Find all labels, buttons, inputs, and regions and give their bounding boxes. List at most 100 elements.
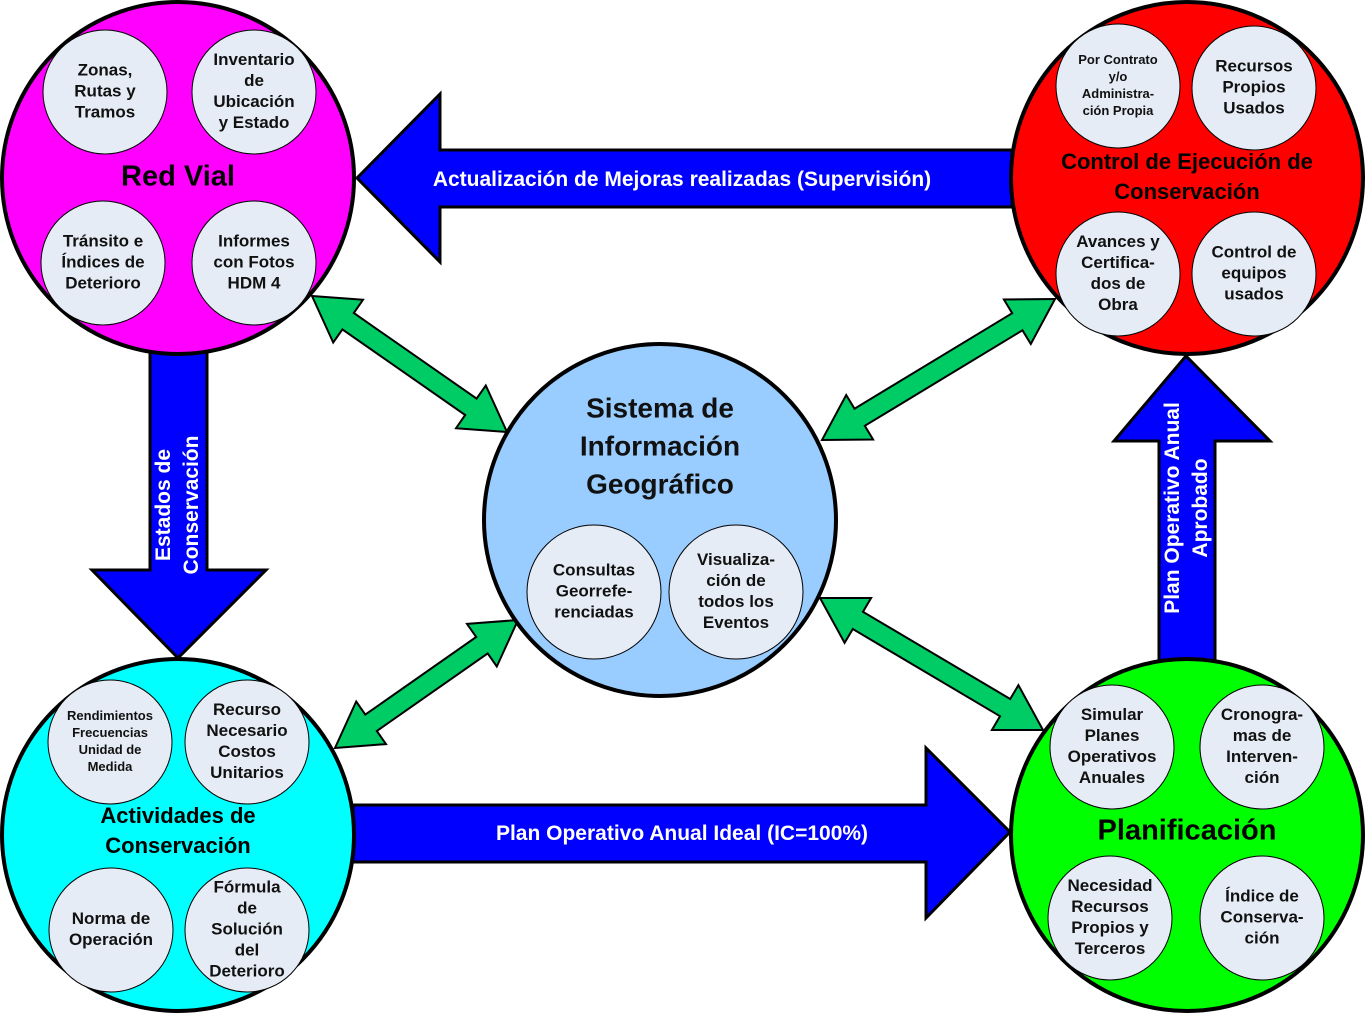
sub-item-label: ción Propia [1083, 103, 1155, 118]
sub-item-label: Unidad de [79, 742, 142, 757]
sub-item-circle [1055, 211, 1181, 337]
sig-title: Sistema de [586, 392, 734, 423]
sub-item-label: Conserva- [1220, 907, 1303, 926]
sub-item-label: y Estado [219, 113, 290, 132]
link-arrow-control-sig [820, 297, 1057, 442]
link-arrow-planificacion-sig [818, 597, 1045, 731]
red-vial-title: Red Vial [121, 161, 235, 193]
sub-item: Norma de Operación [48, 867, 174, 993]
sub-item-label: Planes [1085, 726, 1140, 745]
right-arrow-label-line2: Aprobado [1189, 458, 1212, 557]
sub-item-label: Control de [1212, 242, 1297, 261]
control-title: Control de Ejecución de [1061, 149, 1313, 174]
sub-item-circle [1191, 25, 1317, 151]
sub-item-label: Inventario [213, 50, 294, 69]
sub-item-label: Visualiza- [697, 550, 775, 569]
sub-item: Índice de Conserva-ción [1199, 855, 1325, 981]
link-arrow-redvial-sig [310, 294, 509, 434]
sub-item-label: Tránsito e [63, 231, 143, 250]
sub-item-circle [191, 200, 317, 326]
node-red-vial: Zonas,Rutas yTramosInventariodeUbicación… [0, 0, 356, 356]
sub-item-label: Necesidad [1067, 876, 1152, 895]
sub-item-label: HDM 4 [228, 273, 281, 292]
sub-item-label: Anuales [1079, 768, 1145, 787]
sub-item-label: Informes [218, 231, 290, 250]
sub-item-circle [40, 200, 166, 326]
sub-item-label: usados [1224, 284, 1284, 303]
sub-item-label: Ubicación [213, 92, 294, 111]
sub-item-label: Avances y [1076, 232, 1160, 251]
sub-item-label: Índices de [61, 252, 144, 271]
sub-item-circle [1199, 684, 1325, 810]
sub-item-label: Propios y [1071, 918, 1149, 937]
sub-item-label: Rendimientos [67, 708, 153, 723]
sub-item-circle [668, 524, 804, 660]
sub-item-label: Fórmula [213, 877, 281, 896]
sub-item-circle [48, 867, 174, 993]
link-arrow-actividades-sig [333, 618, 520, 750]
sub-item-label: Zonas, [78, 60, 133, 79]
sub-item-label: Unitarios [210, 763, 284, 782]
sub-item-label: dos de [1091, 274, 1146, 293]
sub-item-label: Índice de [1225, 886, 1299, 905]
node-sig: ConsultasGeorrefe-renciadasVisualiza-ció… [482, 342, 838, 698]
sub-item-label: Deterioro [65, 273, 141, 292]
control-title: Conservación [1114, 179, 1260, 204]
right-arrow-label-line1: Plan Operativo Anual [1161, 402, 1184, 614]
sub-item-label: Terceros [1075, 939, 1146, 958]
sub-item-label: Necesario [206, 721, 287, 740]
planificacion-title: Planificación [1098, 815, 1277, 847]
sub-item-label: Tramos [75, 102, 135, 121]
sub-item-label: Obra [1098, 295, 1138, 314]
left-arrow-label-line1: Estados de [152, 449, 175, 561]
sub-item-label: Norma de [72, 909, 150, 928]
sub-item-circle [1191, 211, 1317, 337]
sub-item-label: Deterioro [209, 961, 285, 980]
sub-item-label: renciadas [554, 602, 633, 621]
sub-item-label: Simular [1081, 705, 1144, 724]
sub-item-label: Operación [69, 930, 153, 949]
sub-item-label: Administra- [1082, 86, 1154, 101]
top-arrow-label: Actualización de Mejoras realizadas (Sup… [433, 168, 931, 191]
sub-item-circle [184, 679, 310, 805]
sig-title: Geográfico [586, 468, 734, 499]
sub-item-label: Certifica- [1081, 253, 1155, 272]
sub-item-label: Medida [88, 759, 134, 774]
left-flow-arrow [88, 350, 270, 661]
sub-item-circle [1049, 684, 1175, 810]
sub-item-label: Recursos [1215, 56, 1292, 75]
sub-item-label: Cronogra- [1221, 705, 1303, 724]
node-planificacion: SimularPlanesOperativosAnualesCronogra-m… [1009, 657, 1365, 1013]
sub-item: Avances y Certifica-dos de Obra [1055, 211, 1181, 337]
sub-item-label: Por Contrato [1078, 52, 1158, 67]
sub-item-label: ción de [706, 571, 766, 590]
sub-item-circle [1055, 23, 1181, 149]
sub-item-label: del [235, 940, 260, 959]
sub-item-label: y/o [1109, 69, 1128, 84]
sub-item-label: Frecuencias [72, 725, 148, 740]
sub-item-label: Eventos [703, 613, 769, 632]
sub-item-circle [47, 679, 173, 805]
sub-item: Tránsito e Índices de Deterioro [40, 200, 166, 326]
right-flow-arrow [1110, 353, 1274, 666]
sub-item-circle [1047, 855, 1173, 981]
actividades-title: Actividades de [100, 803, 255, 828]
sub-item-circle [42, 29, 168, 155]
sig-title: Información [580, 430, 740, 461]
sub-item-label: de [237, 898, 257, 917]
sub-item-label: ción [1245, 928, 1280, 947]
sub-item-label: todos los [698, 592, 774, 611]
